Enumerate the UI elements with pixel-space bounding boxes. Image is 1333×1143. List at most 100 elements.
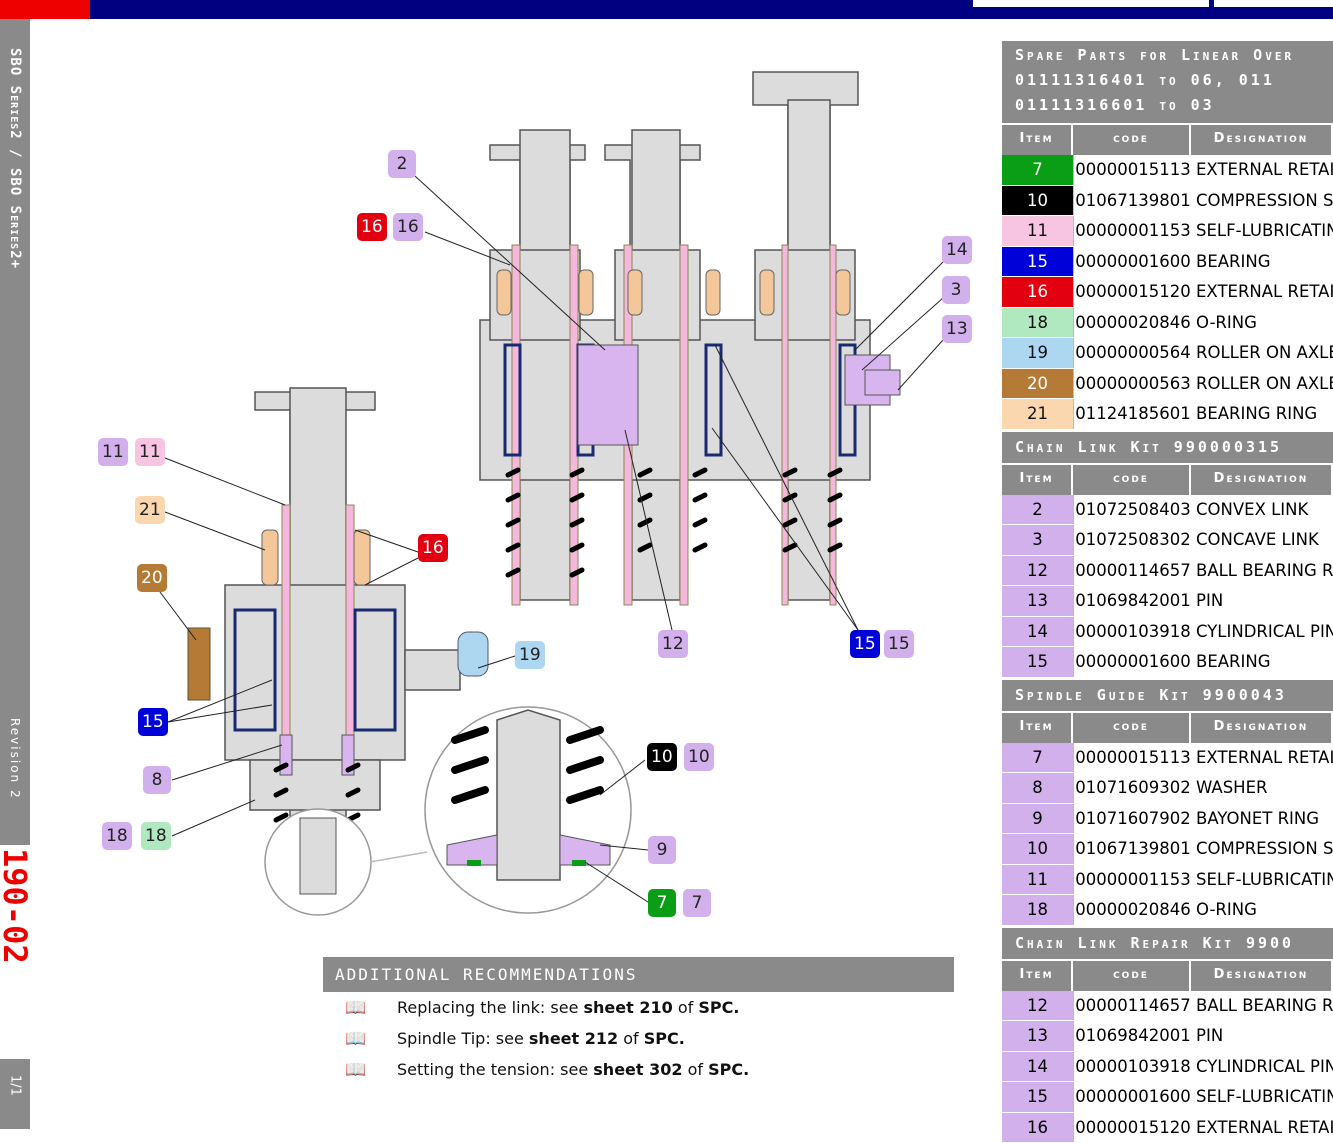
callout-2: 2 [388, 150, 416, 178]
part-code: 01071609302 [1073, 773, 1192, 803]
part-code: 00000001600 [1073, 247, 1192, 277]
callout-15-top: 15 [884, 630, 914, 658]
header-code: code [1073, 713, 1191, 743]
book-icon: 📖 [345, 1058, 369, 1082]
callout-20: 20 [137, 564, 167, 592]
page-number: 1/1 [0, 1063, 30, 1107]
part-designation: SELF-LUBRICATING BUSH [1192, 1082, 1333, 1112]
item-number: 21 [1002, 399, 1073, 429]
part-designation: CYLINDRICAL PIN [1192, 1052, 1333, 1082]
item-number: 20 [1002, 369, 1073, 399]
part-code: 00000103918 [1073, 1052, 1192, 1082]
part-designation: O-RING [1192, 895, 1333, 925]
part-code: 00000000563 [1073, 369, 1192, 399]
part-designation: ROLLER ON AXLE [1192, 338, 1333, 368]
item-number: 18 [1002, 895, 1073, 925]
header-item: Item [1002, 125, 1073, 155]
callout-12: 12 [658, 630, 688, 658]
part-designation: BALL BEARING ROLLER [1192, 556, 1333, 586]
header-desc: Designation [1191, 465, 1333, 495]
part-code: 00000015113 [1073, 155, 1192, 185]
section-title-line: Spindle Guide Kit 9900043 [1015, 680, 1333, 711]
callout-16-top: 16 [393, 213, 423, 241]
callout-19: 19 [515, 641, 545, 669]
part-designation: COMPRESSION SPRING [1192, 834, 1333, 864]
callout-7: 7 [683, 889, 711, 917]
part-designation: SELF-LUBRICATING BUSH [1192, 216, 1333, 246]
section-title-line: 01111316401 to 06, 011 [1015, 68, 1333, 93]
section-title-line: Spare Parts for Linear Over [1015, 43, 1333, 68]
part-code: 00000001600 [1073, 647, 1192, 677]
part-code: 01072508403 [1073, 495, 1192, 525]
part-designation: EXTERNAL RETAINING RING [1192, 743, 1333, 773]
header-item: Item [1002, 465, 1073, 495]
top-bar-tab-1[interactable] [973, 0, 1209, 7]
item-number: 12 [1002, 991, 1073, 1021]
section-title: Chain Link Kit 990000315 [1002, 430, 1333, 463]
recommendation-3[interactable]: 📖Setting the tension: see sheet 302 of S… [345, 1058, 749, 1082]
callout-10-black: 10 [647, 743, 677, 771]
part-designation: WASHER [1192, 773, 1333, 803]
part-code: 01067139801 [1073, 834, 1192, 864]
callout-7-green: 7 [648, 889, 676, 917]
callout-18-green: 18 [141, 822, 171, 850]
item-number: 7 [1002, 743, 1073, 773]
part-designation: O-RING [1192, 308, 1333, 338]
section-title-line: 01111316601 to 03 [1015, 93, 1333, 118]
top-bar-tab-2[interactable] [1214, 0, 1333, 7]
callout-21: 21 [135, 496, 165, 524]
diagram-drawing [0, 0, 1000, 960]
callout-15-blue-left: 15 [138, 708, 168, 736]
part-code: 00000001153 [1073, 216, 1192, 246]
part-code: 00000103918 [1073, 617, 1192, 647]
item-number: 19 [1002, 338, 1073, 368]
header-item: Item [1002, 713, 1073, 743]
header-desc: Designation [1191, 125, 1333, 155]
callout-14: 14 [942, 236, 972, 264]
part-code: 00000114657 [1073, 556, 1192, 586]
part-designation: EXTERNAL RETAINING RING [1192, 1113, 1333, 1143]
item-number: 18 [1002, 308, 1073, 338]
header-code: code [1073, 465, 1191, 495]
part-designation: PIN [1192, 586, 1333, 616]
item-number: 12 [1002, 556, 1073, 586]
part-code: 01071607902 [1073, 804, 1192, 834]
callout-13: 13 [942, 315, 972, 343]
part-code: 01072508302 [1073, 525, 1192, 555]
recommendation-2[interactable]: 📖Spindle Tip: see sheet 212 of SPC. [345, 1027, 685, 1051]
callout-16-red-top: 16 [357, 213, 387, 241]
callout-3: 3 [942, 276, 970, 304]
recommendation-1[interactable]: 📖Replacing the link: see sheet 210 of SP… [345, 996, 739, 1020]
book-icon: 📖 [345, 996, 369, 1020]
part-code: 00000001153 [1073, 865, 1192, 895]
